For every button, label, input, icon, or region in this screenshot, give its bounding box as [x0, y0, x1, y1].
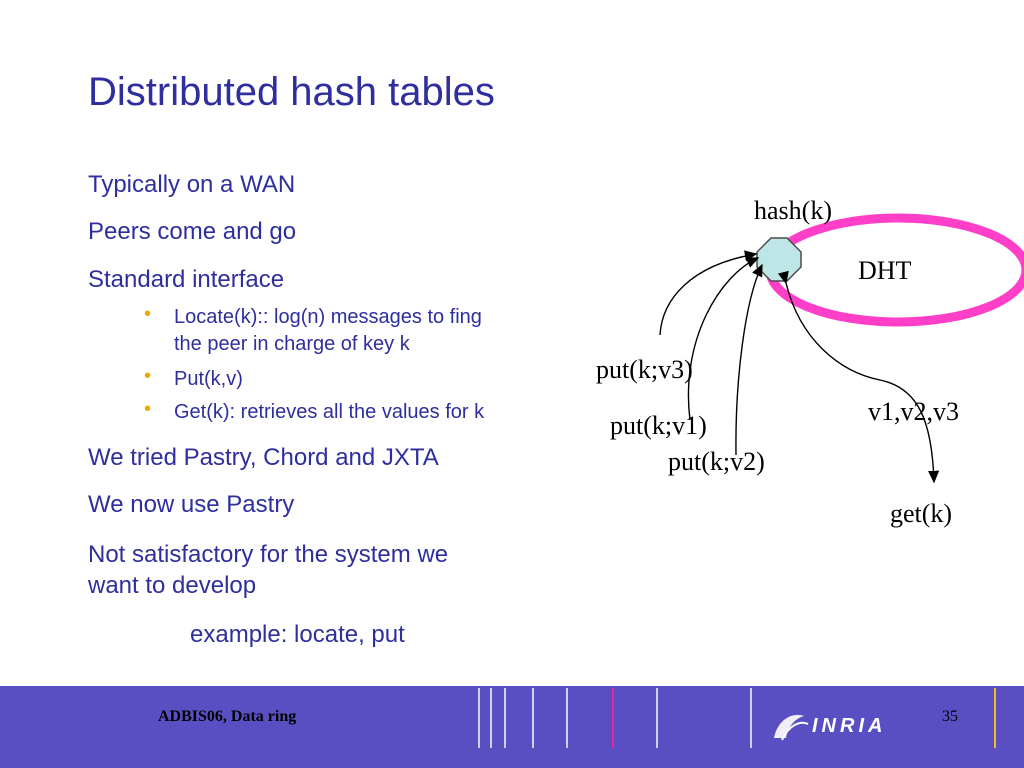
- footer-divider: [994, 688, 996, 748]
- hash-node: [756, 237, 802, 282]
- bullet-pastry: We now use Pastry: [88, 491, 295, 518]
- put-v3-label: put(k;v3): [596, 355, 693, 384]
- bullet-peers: Peers come and go: [88, 218, 297, 245]
- bullet-tried: We tried Pastry, Chord and JXTA: [88, 444, 439, 471]
- footer-bar: [0, 686, 1024, 768]
- sub-bullet-dot: •: [144, 398, 152, 420]
- sub-bullet-dot: •: [144, 303, 152, 325]
- arrow-put3: [659, 250, 758, 336]
- footer-divider: [566, 688, 568, 748]
- footer-divider: [478, 688, 480, 748]
- sub-bullet-put: Put(k,v): [174, 368, 243, 390]
- dht-label: DHT: [858, 256, 912, 285]
- bullet-wan: Typically on a WAN: [88, 171, 296, 198]
- bullet-example: example: locate, put: [190, 621, 405, 648]
- sub-bullet-dot: •: [144, 365, 152, 387]
- arrow-put2: [735, 263, 763, 456]
- footer-divider: [656, 688, 658, 748]
- footer-divider: [612, 688, 614, 748]
- hash-label: hash(k): [754, 196, 832, 225]
- bullet-not-satisfactory-cont: want to develop: [88, 572, 257, 599]
- footer-divider: [532, 688, 534, 748]
- put-v1-label: put(k;v1): [610, 411, 707, 440]
- footer-title: ADBIS06, Data ring: [158, 708, 297, 725]
- footer-divider: [750, 688, 752, 748]
- slide-title: Distributed hash tables: [88, 70, 495, 114]
- arrow-get: [777, 270, 940, 484]
- inria-logo-icon: [774, 714, 809, 741]
- sub-bullet-locate: Locate(k):: log(n) messages to fing: [174, 306, 482, 328]
- values-label: v1,v2,v3: [868, 397, 959, 426]
- dht-diagram: [659, 213, 1024, 484]
- arrow-put1: [687, 257, 760, 421]
- bullet-not-satisfactory: Not satisfactory for the system we: [88, 541, 449, 568]
- footer-divider: [490, 688, 492, 748]
- page-number: 35: [942, 708, 958, 725]
- sub-bullet-get: Get(k): retrieves all the values for k: [174, 401, 485, 423]
- bullet-interface: Standard interface: [88, 266, 285, 293]
- logo-text: INRIA: [812, 715, 887, 737]
- put-v2-label: put(k;v2): [668, 447, 765, 476]
- get-label: get(k): [890, 499, 953, 528]
- footer-divider: [504, 688, 506, 748]
- sub-bullet-locate-cont: the peer in charge of key k: [174, 333, 410, 355]
